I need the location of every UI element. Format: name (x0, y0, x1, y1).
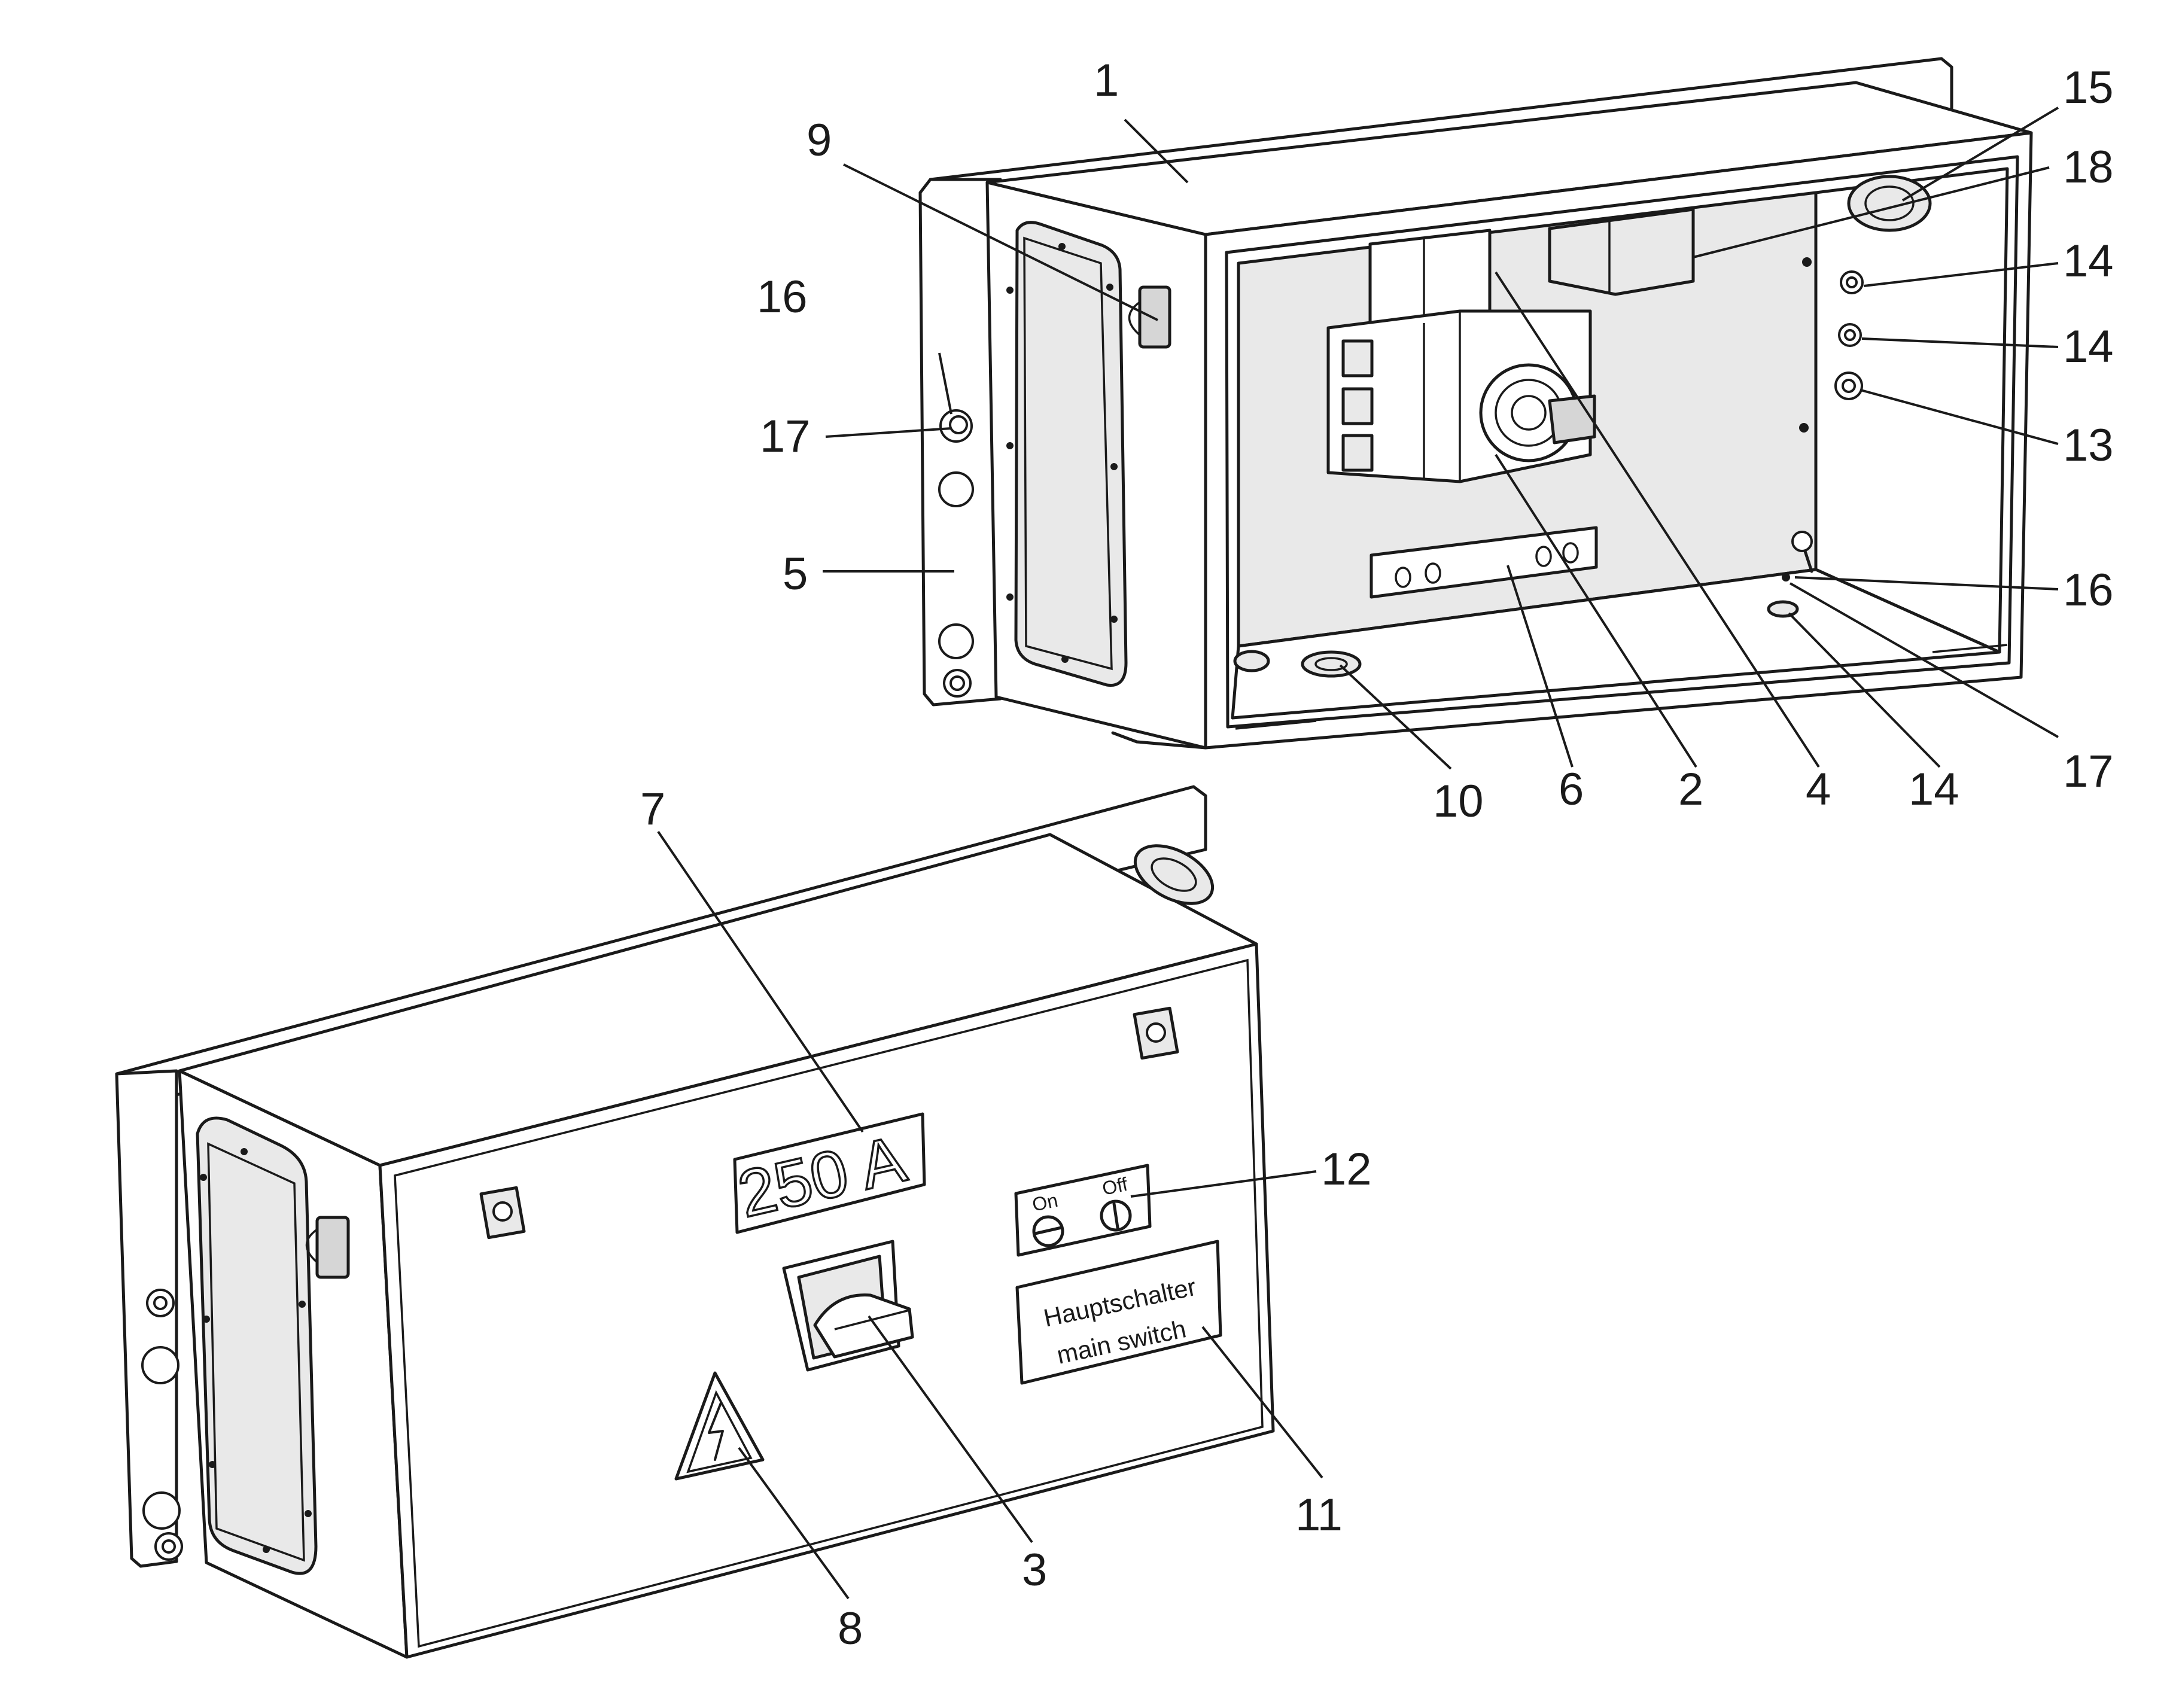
callout-18: 18 (2063, 142, 2114, 193)
callout-16-b: 16 (2063, 565, 2114, 616)
cable-gland-15 (1847, 175, 1932, 232)
callout-14-a: 14 (2063, 236, 2114, 287)
callout-16-a: 16 (757, 272, 808, 322)
rotary-hub-lever (1548, 394, 1596, 444)
side-padlock-2 (315, 1216, 350, 1279)
callout-15: 15 (2063, 62, 2114, 113)
side-window (1014, 221, 1128, 687)
callout-3: 3 (1022, 1545, 1047, 1596)
terminal (1341, 387, 1374, 425)
callout-12: 12 (1321, 1144, 1372, 1195)
gland-14-floor (1767, 600, 1799, 618)
open-box-view (918, 57, 2033, 750)
callout-14-b: 14 (2063, 321, 2114, 372)
side-window-2 (196, 1116, 318, 1575)
terminal (1341, 434, 1374, 472)
main-switch-plate (1015, 1240, 1222, 1385)
closed-box-view: 250 A On Off Hauptschalter main switch (115, 785, 1275, 1659)
callout-7: 7 (640, 784, 665, 835)
callout-9: 9 (807, 115, 832, 166)
flange-hole (938, 471, 974, 507)
flange-hole-16 (949, 415, 968, 434)
callout-8: 8 (838, 1603, 863, 1654)
terminal (1341, 339, 1374, 377)
lightning-icon (708, 1402, 724, 1461)
flange-bolt-inner (949, 675, 965, 691)
gland-10 (1301, 650, 1362, 678)
callout-6: 6 (1559, 764, 1584, 815)
callout-4: 4 (1806, 764, 1831, 815)
callout-5: 5 (783, 549, 808, 599)
callout-10: 10 (1433, 776, 1484, 827)
component-18 (1548, 208, 1695, 296)
callout-1: 1 (1094, 55, 1119, 106)
leader-lines (657, 106, 2059, 1600)
callout-2: 2 (1678, 764, 1703, 815)
side-padlock (1138, 285, 1171, 349)
callout-11: 11 (1295, 1490, 1343, 1540)
flange-hole (938, 623, 974, 659)
mounting-flange-left-2 (115, 1069, 178, 1568)
off-label: Off (1100, 1173, 1130, 1199)
callout-14-c: 14 (1909, 764, 1959, 815)
side-window-inner (1023, 236, 1113, 671)
callout-17-b: 17 (2063, 746, 2114, 797)
on-label: On (1030, 1189, 1060, 1216)
floor-gland (1233, 650, 1270, 672)
callout-17-a: 17 (760, 411, 811, 462)
callout-13: 13 (2063, 420, 2114, 471)
box-bottom-lip (1111, 731, 1207, 750)
callout-labels: 1 2 3 4 5 6 7 8 9 10 11 12 13 14 14 14 1… (640, 55, 2114, 1654)
